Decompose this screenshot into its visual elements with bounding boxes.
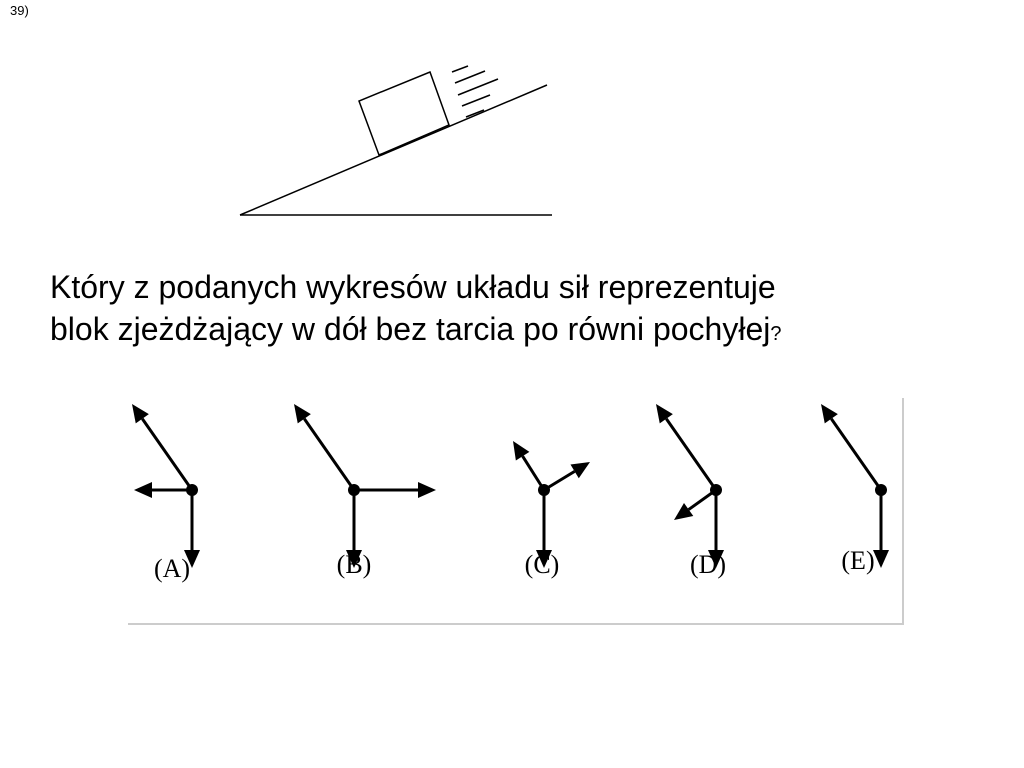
answer-options-panel: (A) (B) (C) (D) (E) <box>128 398 904 625</box>
force-diagrams <box>132 404 889 568</box>
up-left-arrow <box>294 404 356 491</box>
point-mass-dot <box>710 484 722 496</box>
option-label[interactable]: (D) <box>689 550 727 579</box>
up-left-arrow <box>132 404 194 491</box>
down-arrow <box>536 490 552 568</box>
question-text: Który z podanych wykresów układu sił rep… <box>50 266 1010 355</box>
down-arrow <box>346 490 362 568</box>
down-arrow <box>873 490 889 568</box>
point-mass-dot <box>875 484 887 496</box>
down-left-arrow <box>674 488 717 520</box>
right-arrow <box>354 482 436 498</box>
left-arrow <box>134 482 192 498</box>
incline-diagram <box>239 65 552 216</box>
up-right-arrow <box>543 462 590 492</box>
question-line-1: Który z podanych wykresów układu sił rep… <box>50 269 776 305</box>
incline-slope <box>239 84 548 216</box>
force-diagram-3 <box>513 441 590 568</box>
down-arrow <box>708 490 724 568</box>
up-left-arrow <box>821 404 883 491</box>
up-left-arrow <box>513 441 546 491</box>
option-label[interactable]: (A) <box>153 554 191 583</box>
question-number: 39) <box>10 3 29 18</box>
force-diagram-5 <box>821 404 889 568</box>
force-diagram-2 <box>294 404 436 568</box>
sliding-block <box>358 71 450 157</box>
option-label[interactable]: (E) <box>841 546 875 575</box>
force-diagram-1 <box>132 404 200 568</box>
down-arrow <box>184 490 200 568</box>
up-left-arrow <box>656 404 718 491</box>
option-label[interactable]: (C) <box>524 550 560 579</box>
point-mass-dot <box>538 484 550 496</box>
motion-lines <box>451 65 499 118</box>
point-mass-dot <box>348 484 360 496</box>
option-label[interactable]: (B) <box>336 550 372 579</box>
point-mass-dot <box>186 484 198 496</box>
question-mark: ? <box>770 323 782 345</box>
force-diagram-4 <box>656 404 724 568</box>
question-line-2: blok zjeżdżający w dół bez tarcia po rów… <box>50 311 782 347</box>
